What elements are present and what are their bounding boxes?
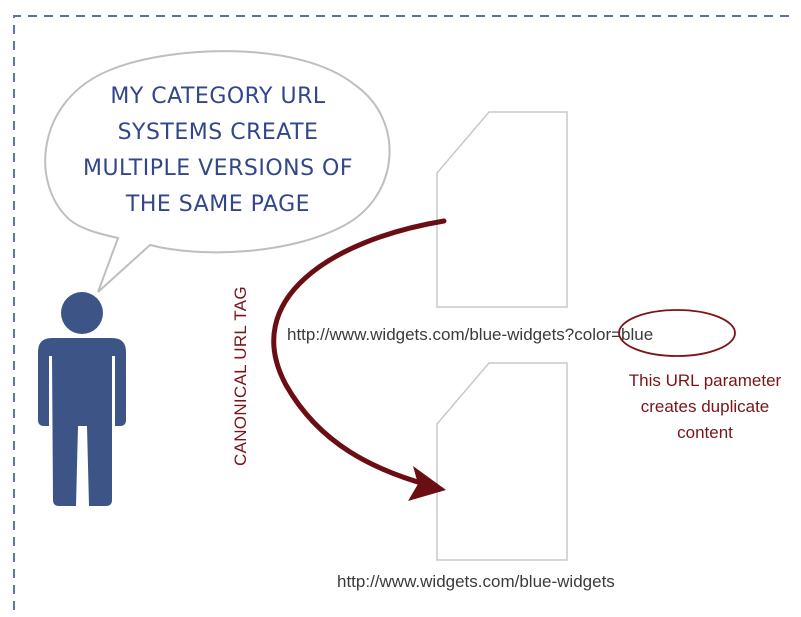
canonical-url-tag-label: CANONICAL URL TAG — [231, 286, 250, 466]
canonical-arrow — [271, 218, 447, 488]
bubble-line-4: THE SAME PAGE — [125, 192, 310, 217]
person-icon — [38, 292, 126, 506]
top-url-base: http://www.widgets.com/blue-widgets — [287, 325, 565, 344]
dashed-frame — [13, 15, 790, 610]
canonical-arrow-head — [408, 466, 446, 501]
bubble-line-2: SYSTEMS CREATE — [118, 120, 319, 145]
param-highlight-circle — [618, 309, 736, 357]
top-url-param: ?color=blue — [565, 325, 653, 344]
top-url: http://www.widgets.com/blue-widgets?colo… — [287, 325, 653, 344]
person-head — [61, 292, 103, 334]
document-bottom-icon — [436, 362, 568, 561]
bubble-line-1: MY CATEGORY URL — [110, 84, 326, 109]
bottom-url: http://www.widgets.com/blue-widgets — [337, 572, 615, 591]
param-note-line-3: content — [677, 423, 733, 442]
bubble-line-3: MULTIPLE VERSIONS OF — [83, 156, 353, 181]
document-top-icon — [436, 111, 568, 308]
speech-bubble-shape — [44, 50, 391, 293]
speech-bubble: MY CATEGORY URL SYSTEMS CREATE MULTIPLE … — [44, 50, 391, 293]
param-note-line-1: This URL parameter — [629, 371, 782, 390]
person-body — [38, 338, 126, 506]
param-note-line-2: creates duplicate — [641, 397, 770, 416]
